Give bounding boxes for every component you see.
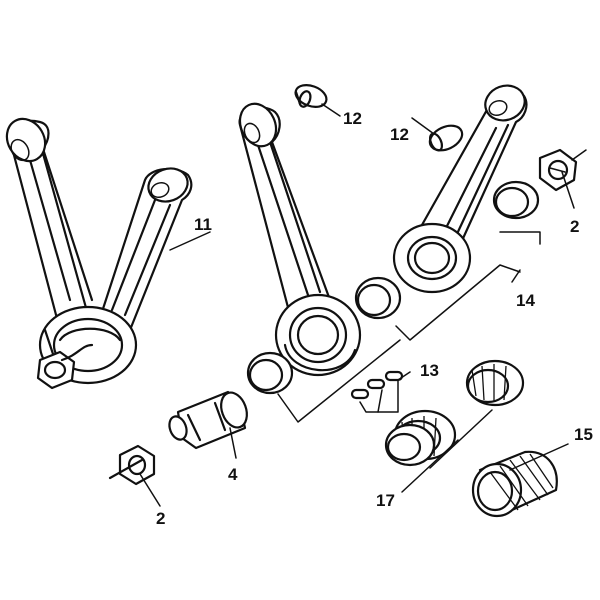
callout-4: 4 bbox=[228, 465, 238, 484]
connecting-rod-right bbox=[392, 84, 528, 294]
roller-spacers bbox=[350, 370, 404, 400]
callout-13: 13 bbox=[420, 361, 439, 380]
bearing-shell-c bbox=[246, 351, 294, 395]
callout-labels: 11 12 12 2 2 14 13 4 15 17 bbox=[156, 109, 593, 528]
needle-roller-bearing bbox=[471, 450, 558, 518]
small-end-bush-upper bbox=[294, 84, 328, 108]
connecting-rod-center bbox=[238, 102, 362, 377]
assembled-rod-pair bbox=[5, 117, 193, 390]
bearing-shell-a bbox=[492, 180, 540, 220]
callout-17: 17 bbox=[376, 491, 395, 510]
callout-12-lower: 12 bbox=[390, 125, 409, 144]
nut-right bbox=[538, 148, 578, 192]
nut-left bbox=[108, 444, 156, 486]
callout-12-upper: 12 bbox=[343, 109, 362, 128]
leader-lines bbox=[139, 103, 587, 507]
bearing-shell-b bbox=[354, 276, 402, 320]
callout-14: 14 bbox=[516, 291, 535, 310]
crank-pin bbox=[168, 390, 248, 450]
callout-15: 15 bbox=[574, 425, 593, 444]
roller-cage-mid bbox=[384, 409, 457, 467]
callout-11: 11 bbox=[194, 215, 212, 234]
callout-2-left: 2 bbox=[156, 509, 165, 528]
roller-cage-top bbox=[465, 359, 525, 407]
callout-2-right: 2 bbox=[570, 217, 579, 236]
small-end-bush-lower bbox=[428, 124, 464, 152]
